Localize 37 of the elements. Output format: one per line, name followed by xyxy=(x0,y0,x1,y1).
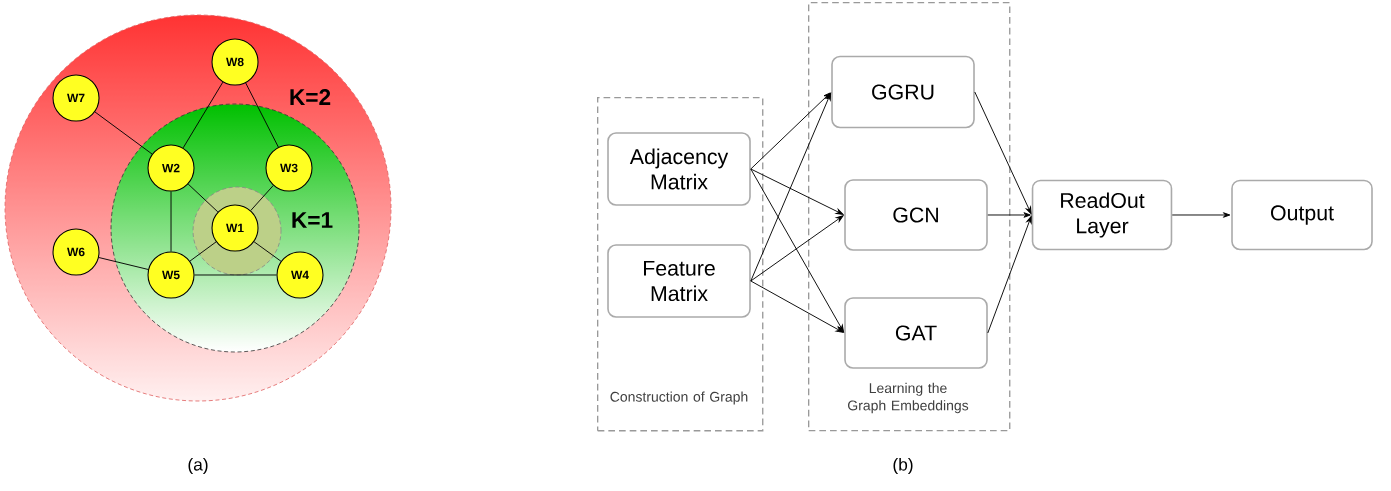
process-box: Output xyxy=(1231,179,1373,251)
process-box: Adjacency Matrix xyxy=(607,132,751,206)
connector-line xyxy=(245,82,279,148)
connector-line xyxy=(170,191,172,252)
graph-vertex: W6 xyxy=(52,228,100,276)
arrow xyxy=(750,168,844,215)
arrow xyxy=(750,280,844,333)
graph-vertex: W4 xyxy=(276,251,324,299)
connector-line xyxy=(250,185,274,211)
hop-label: K=2 xyxy=(290,89,331,105)
arrow xyxy=(750,92,832,282)
connector-line xyxy=(187,183,219,213)
connector-line xyxy=(182,81,224,149)
panel-label: (b) xyxy=(893,457,913,475)
graph-vertex: W7 xyxy=(52,74,100,122)
graph-vertex: W2 xyxy=(147,144,195,192)
graph-vertex: W5 xyxy=(147,251,195,299)
graph-vertex: W3 xyxy=(265,144,313,192)
arrow xyxy=(750,92,831,170)
connector-line xyxy=(189,241,217,262)
process-box: Feature Matrix xyxy=(607,244,751,318)
connector-line xyxy=(94,111,153,155)
graph-vertex: W1 xyxy=(211,204,259,252)
connector-line xyxy=(253,241,282,262)
arrow xyxy=(1171,212,1231,218)
hop-label: K=1 xyxy=(292,212,333,228)
arrow xyxy=(987,212,1031,218)
process-box: ReadOut Layer xyxy=(1031,179,1173,251)
arrow xyxy=(974,91,1032,215)
panel-label: (a) xyxy=(188,457,208,475)
arrow xyxy=(750,215,844,282)
arrow xyxy=(750,168,844,333)
process-box: GGRU xyxy=(831,55,975,129)
connector-line xyxy=(194,274,277,276)
process-box: GCN xyxy=(844,179,988,251)
graph-vertex: W8 xyxy=(211,38,259,86)
process-box: GAT xyxy=(844,297,988,369)
